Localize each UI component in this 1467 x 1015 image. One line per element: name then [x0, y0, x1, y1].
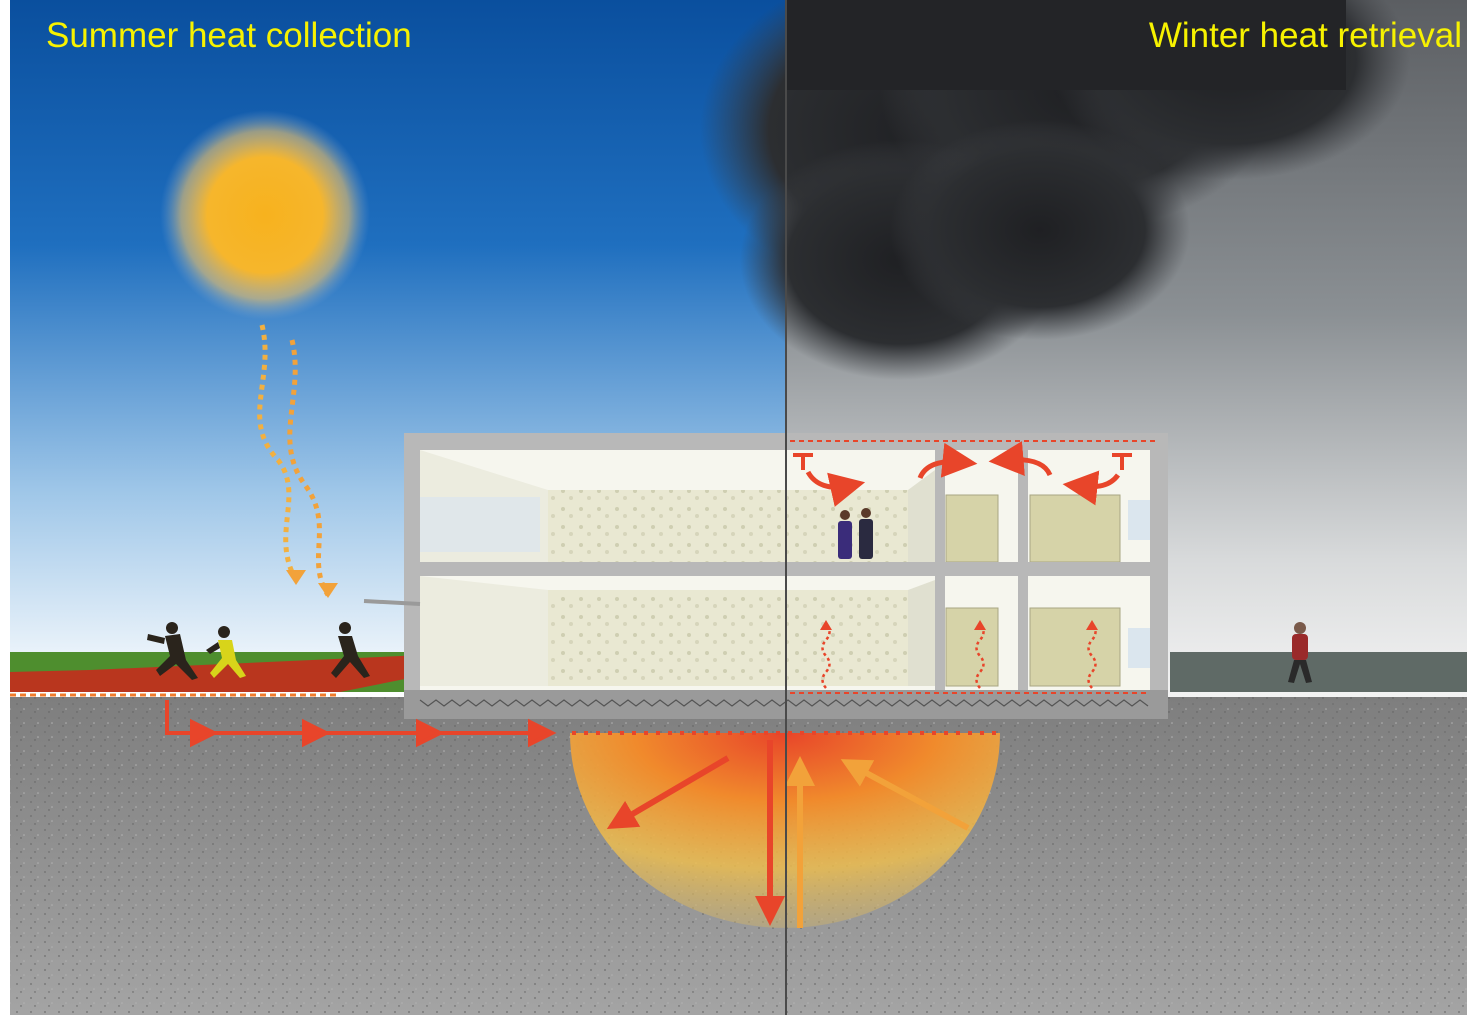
- storm-cloud: [700, 0, 1410, 380]
- collection-flow-arrows: [165, 700, 557, 748]
- vent-icon: [793, 453, 813, 470]
- sun-ray-arrowhead: [318, 583, 338, 598]
- sun-rays: [257, 324, 331, 597]
- sun-ray-arrowhead: [286, 570, 306, 585]
- winter-label: Winter heat retrieval: [1148, 16, 1462, 55]
- walking-person: [1288, 622, 1312, 683]
- summer-label: Summer heat collection: [46, 16, 412, 55]
- vent-icon: [1112, 453, 1132, 470]
- heat-store-arrows: [606, 740, 970, 928]
- building-cross-section: [363, 433, 1168, 719]
- airflow-arrows: [805, 441, 1121, 507]
- people-standing: [838, 508, 873, 559]
- runner-figure: [147, 622, 198, 680]
- rising-heat-waves: [821, 623, 1097, 689]
- runner-figure: [206, 626, 246, 678]
- runner-figure: [331, 622, 370, 678]
- winter-field: [1170, 652, 1467, 692]
- sun-icon: [160, 110, 370, 320]
